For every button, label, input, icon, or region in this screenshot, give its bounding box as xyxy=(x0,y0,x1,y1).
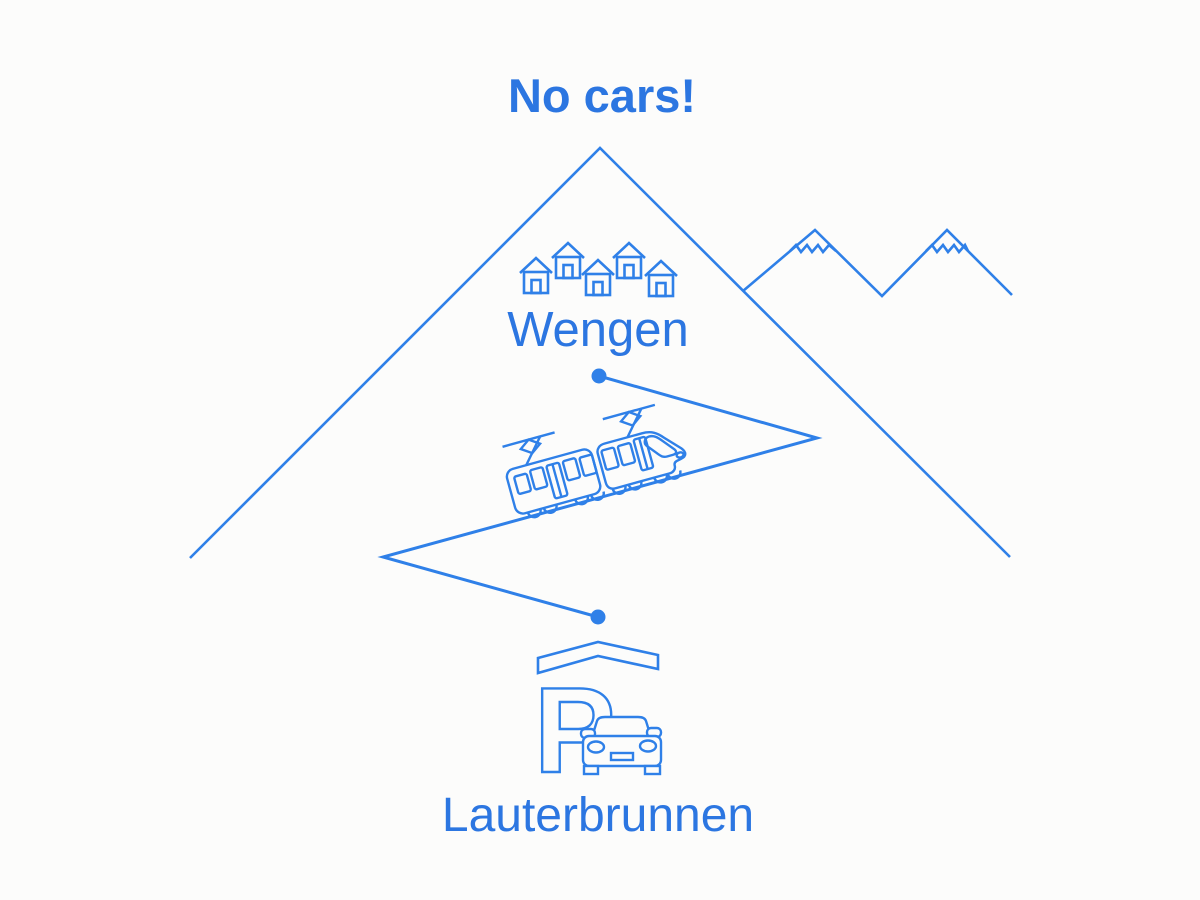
page-title: No cars! xyxy=(507,69,697,122)
train-rear-car xyxy=(502,431,605,519)
cogwheel-train-icon xyxy=(502,403,687,519)
car-wheel-left xyxy=(582,764,600,776)
zigzag-railway-line xyxy=(377,368,823,625)
garage-roof xyxy=(536,640,660,675)
wengen-label: Wengen xyxy=(507,303,689,357)
lauterbrunnen-label: Lauterbrunnen xyxy=(441,789,755,842)
house-icon xyxy=(519,256,553,295)
snowy-peaks-icon xyxy=(742,228,1013,298)
car-headlight-left xyxy=(586,740,606,754)
house-icon xyxy=(551,241,585,280)
car-front-icon xyxy=(579,715,663,776)
snow-line-left xyxy=(789,242,837,255)
parking-garage-icon: P xyxy=(533,640,663,799)
village-houses-icon xyxy=(519,241,678,298)
train-front-car xyxy=(596,403,687,496)
lauterbrunnen-station-dot xyxy=(590,609,606,625)
car-cabin xyxy=(590,715,653,739)
snow-line-right xyxy=(925,242,970,255)
car-wheel-right xyxy=(643,764,662,776)
house-icon xyxy=(612,241,646,280)
wengen-station-dot xyxy=(591,368,607,384)
car-headlight-right xyxy=(638,739,658,753)
headlight-icon xyxy=(675,451,685,459)
house-icon xyxy=(644,259,678,298)
house-icon xyxy=(581,258,615,297)
mountain-outline-icon xyxy=(189,146,1011,559)
car-license-plate xyxy=(609,751,635,762)
